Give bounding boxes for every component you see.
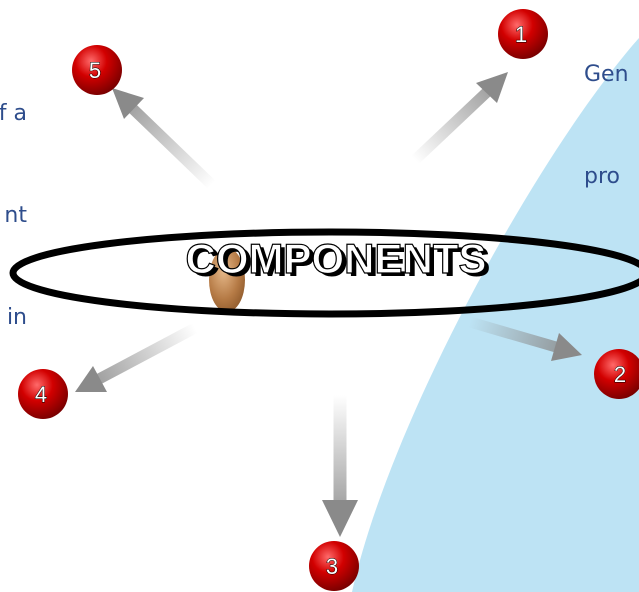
components-title-text: COMPONENTS [185,235,486,282]
badge-4-label: 4 [35,382,47,407]
left-fragment-line: f a [0,101,27,126]
left-text-fragment: f a nt in [0,29,27,403]
arrow-to-5 [112,88,216,189]
arrow-to-1 [411,72,508,164]
badge-5: 5 [72,45,122,95]
badge-1-label: 1 [515,22,527,47]
components-title: COMPONENTS COMPONENTS [185,234,491,285]
left-fragment-line: in [6,305,27,330]
right-text-fragment: Gen pro [584,0,629,262]
badge-3-label: 3 [326,554,338,579]
badge-1: 1 [498,9,548,59]
badge-5-label: 5 [89,58,101,83]
left-fragment-line: nt [4,203,27,228]
arrow-to-2 [468,316,582,361]
badge-4: 4 [18,369,68,419]
arrow-to-3 [322,395,358,537]
egg-shape [209,248,245,312]
right-fragment-line: pro [584,164,620,189]
background-panel [352,38,639,592]
components-ring [9,228,639,318]
right-fragment-line: Gen [584,62,629,87]
arrow-to-4 [75,323,198,392]
badge-2-label: 2 [614,362,626,387]
badge-2: 2 [594,349,639,399]
components-title-shadow: COMPONENTS [189,238,490,285]
badge-3: 3 [309,541,359,591]
